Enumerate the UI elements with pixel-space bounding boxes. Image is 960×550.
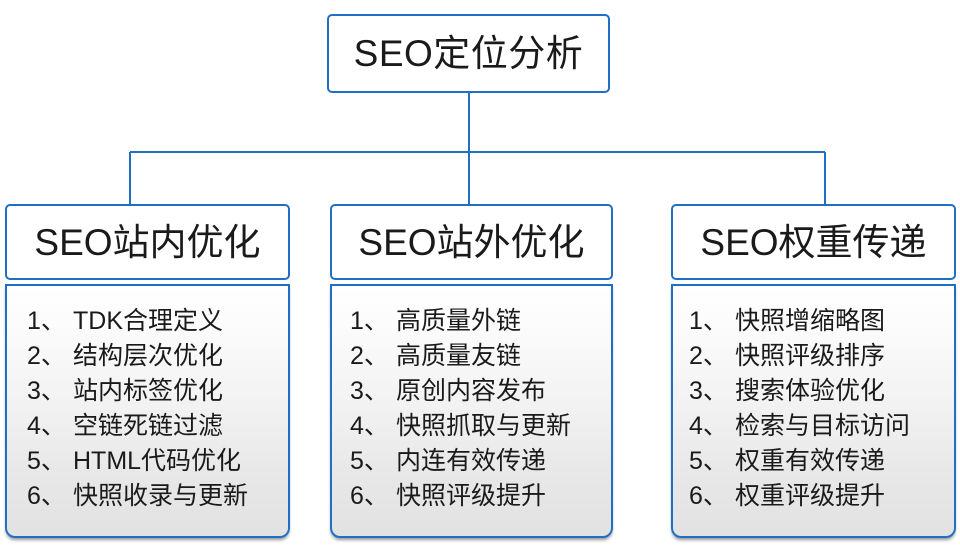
list-item-text: 快照收录与更新 bbox=[73, 482, 249, 510]
list-item: 6、 快照收录与更新 bbox=[27, 479, 288, 514]
branch-header-label-3: SEO权重传递 bbox=[700, 221, 927, 263]
list-item: 1、 快照增缩略图 bbox=[689, 304, 954, 339]
list-item-number: 4、 bbox=[689, 412, 728, 440]
branch-header-label-2: SEO站外优化 bbox=[358, 221, 585, 263]
branch-header-3[interactable]: SEO权重传递 bbox=[671, 204, 956, 280]
list-item: 2、 结构层次优化 bbox=[27, 339, 288, 374]
list-item-text: 原创内容发布 bbox=[396, 377, 547, 405]
list-item: 3、 原创内容发布 bbox=[350, 374, 611, 409]
list-item-text: 站内标签优化 bbox=[73, 377, 224, 405]
branch-column-3: SEO权重传递 1、 快照增缩略图 2、 快照评级排序 3、 搜索体验优化 4、 bbox=[671, 204, 956, 538]
list-item-number: 6、 bbox=[27, 482, 66, 510]
list-item-text: 快照评级排序 bbox=[735, 342, 886, 370]
list-item-number: 3、 bbox=[689, 377, 728, 405]
list-item-number: 2、 bbox=[350, 342, 389, 370]
list-item-number: 1、 bbox=[689, 307, 728, 335]
root-node-label: SEO定位分析 bbox=[353, 33, 584, 74]
list-item-text: 快照增缩略图 bbox=[735, 307, 886, 335]
list-item-number: 2、 bbox=[689, 342, 728, 370]
branch-column-1: SEO站内优化 1、 TDK合理定义 2、 结构层次优化 3、 站内标签优化 4… bbox=[5, 204, 290, 538]
list-item: 5、 内连有效传递 bbox=[350, 444, 611, 479]
branch-body-2: 1、 高质量外链 2、 高质量友链 3、 原创内容发布 4、 快照抓取与更新 5… bbox=[330, 284, 613, 538]
list-item-text: 搜索体验优化 bbox=[735, 377, 886, 405]
list-item-text: 高质量友链 bbox=[396, 342, 522, 370]
branch-item-list-1: 1、 TDK合理定义 2、 结构层次优化 3、 站内标签优化 4、 空链死链过滤… bbox=[7, 304, 288, 514]
root-node[interactable]: SEO定位分析 bbox=[327, 14, 610, 93]
list-item-text: TDK合理定义 bbox=[73, 307, 224, 335]
branch-column-2: SEO站外优化 1、 高质量外链 2、 高质量友链 3、 原创内容发布 4、 快 bbox=[330, 204, 613, 538]
list-item-number: 3、 bbox=[350, 377, 389, 405]
list-item-number: 2、 bbox=[27, 342, 66, 370]
list-item: 3、 搜索体验优化 bbox=[689, 374, 954, 409]
list-item-text: 权重评级提升 bbox=[735, 482, 886, 510]
list-item: 1、 高质量外链 bbox=[350, 304, 611, 339]
list-item-text: HTML代码优化 bbox=[73, 447, 242, 475]
branch-body-3: 1、 快照增缩略图 2、 快照评级排序 3、 搜索体验优化 4、 检索与目标访问… bbox=[671, 284, 956, 538]
branch-item-list-3: 1、 快照增缩略图 2、 快照评级排序 3、 搜索体验优化 4、 检索与目标访问… bbox=[673, 304, 954, 514]
branch-item-list-2: 1、 高质量外链 2、 高质量友链 3、 原创内容发布 4、 快照抓取与更新 5… bbox=[332, 304, 611, 514]
list-item-number: 6、 bbox=[689, 482, 728, 510]
list-item: 2、 快照评级排序 bbox=[689, 339, 954, 374]
list-item-number: 6、 bbox=[350, 482, 389, 510]
list-item-number: 5、 bbox=[27, 447, 66, 475]
list-item: 6、 快照评级提升 bbox=[350, 479, 611, 514]
list-item-text: 检索与目标访问 bbox=[735, 412, 911, 440]
list-item: 6、 权重评级提升 bbox=[689, 479, 954, 514]
list-item: 4、 检索与目标访问 bbox=[689, 409, 954, 444]
list-item-text: 快照评级提升 bbox=[396, 482, 547, 510]
list-item-number: 3、 bbox=[27, 377, 66, 405]
list-item-text: 快照抓取与更新 bbox=[396, 412, 572, 440]
list-item-text: 空链死链过滤 bbox=[73, 412, 224, 440]
list-item-text: 高质量外链 bbox=[396, 307, 522, 335]
list-item-number: 1、 bbox=[27, 307, 66, 335]
list-item-number: 4、 bbox=[350, 412, 389, 440]
branch-header-1[interactable]: SEO站内优化 bbox=[5, 204, 290, 280]
list-item: 1、 TDK合理定义 bbox=[27, 304, 288, 339]
list-item: 2、 高质量友链 bbox=[350, 339, 611, 374]
list-item: 5、 HTML代码优化 bbox=[27, 444, 288, 479]
list-item-number: 1、 bbox=[350, 307, 389, 335]
branch-header-2[interactable]: SEO站外优化 bbox=[330, 204, 613, 280]
list-item: 5、 权重有效传递 bbox=[689, 444, 954, 479]
list-item-number: 4、 bbox=[27, 412, 66, 440]
list-item-text: 权重有效传递 bbox=[735, 447, 886, 475]
list-item: 4、 空链死链过滤 bbox=[27, 409, 288, 444]
list-item-text: 结构层次优化 bbox=[73, 342, 224, 370]
list-item: 3、 站内标签优化 bbox=[27, 374, 288, 409]
list-item-text: 内连有效传递 bbox=[396, 447, 547, 475]
list-item-number: 5、 bbox=[350, 447, 389, 475]
list-item: 4、 快照抓取与更新 bbox=[350, 409, 611, 444]
branch-body-1: 1、 TDK合理定义 2、 结构层次优化 3、 站内标签优化 4、 空链死链过滤… bbox=[5, 284, 290, 538]
list-item-number: 5、 bbox=[689, 447, 728, 475]
branch-header-label-1: SEO站内优化 bbox=[34, 221, 261, 263]
